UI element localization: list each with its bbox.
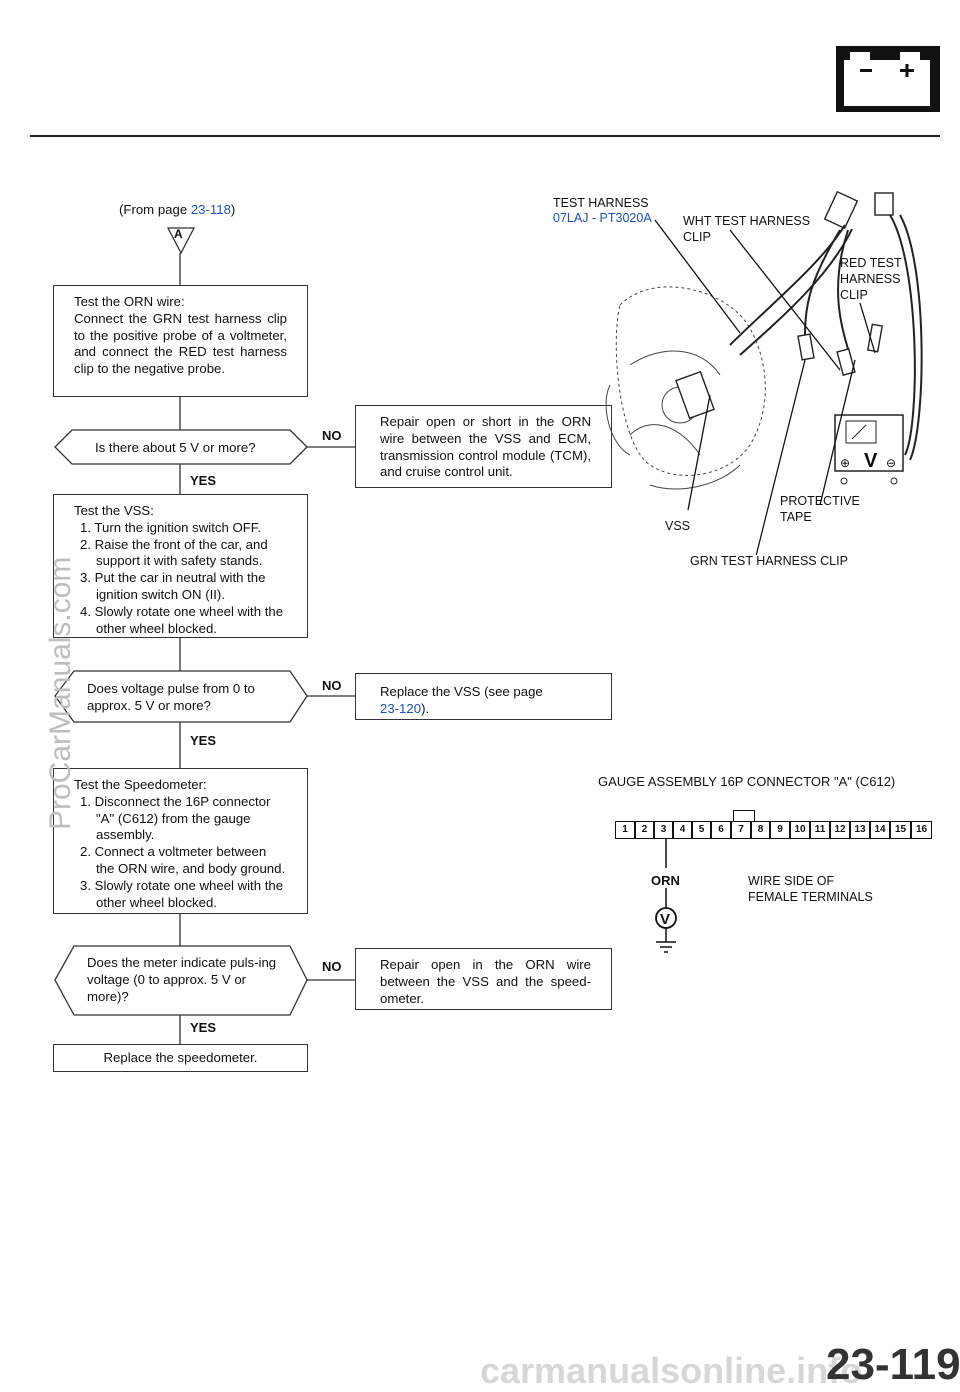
connector-a-label: A — [174, 227, 183, 241]
step-test-speedometer: Test the Speedometer: 1. Disconnect the … — [53, 768, 308, 914]
action-replace-vss: Replace the VSS (see page 23-120). — [355, 673, 612, 720]
terminal-11: 11 — [810, 821, 830, 839]
step-test-speedometer-item: 2. Connect a voltmeter between the ORN w… — [80, 844, 286, 876]
terminal-1: 1 — [615, 821, 635, 839]
step-test-speedometer-item: 1. Disconnect the 16P connector "A" (C61… — [80, 793, 271, 843]
terminal-9: 9 — [770, 821, 790, 839]
replace-vss-page-link[interactable]: 23-120 — [380, 700, 422, 716]
from-page-reference: (From page 23-118) — [119, 202, 235, 219]
test-harness-label: TEST HARNESS — [553, 196, 649, 210]
replace-vss-suffix: ). — [421, 700, 430, 716]
terminal-16: 16 — [911, 821, 932, 839]
replace-vss-text: Replace the VSS (see page — [380, 684, 543, 699]
side-watermark: ProCarManuals.com — [44, 556, 77, 830]
question-5v: Is there about 5 V or more? — [95, 440, 256, 455]
step-test-vss: Test the VSS: 1. Turn the ignition switc… — [53, 494, 308, 638]
from-page-prefix: (From page — [119, 202, 191, 217]
step-test-speedometer-title: Test the Speedometer: — [74, 777, 207, 792]
red-clip-label: RED TEST HARNESS CLIP — [840, 256, 902, 302]
terminal-14: 14 — [870, 821, 890, 839]
from-page-suffix: ) — [230, 202, 236, 217]
test-harness-part-number[interactable]: 07LAJ - PT3020A — [553, 211, 652, 225]
grn-clip-label: GRN TEST HARNESS CLIP — [690, 554, 848, 568]
connector-key — [733, 810, 755, 822]
connector-title: GAUGE ASSEMBLY 16P CONNECTOR "A" (C612) — [598, 774, 896, 789]
page-number: 23-119 — [826, 1340, 960, 1389]
terminal-10: 10 — [790, 821, 810, 839]
no-label-3: NO — [322, 959, 342, 974]
from-page-link[interactable]: 23-118 — [190, 202, 231, 217]
no-label-1: NO — [322, 428, 342, 443]
step-test-speedometer-item: 3. Slowly rotate one wheel with the othe… — [80, 877, 284, 910]
terminal-13: 13 — [850, 821, 870, 839]
terminal-5: 5 — [692, 821, 711, 839]
terminal-2: 2 — [635, 821, 654, 839]
step-test-orn-wire: Test the ORN wire: Connect the GRN test … — [53, 285, 308, 397]
protective-tape-label: PROTECTIVE TAPE — [780, 494, 860, 524]
yes-label-1: YES — [190, 473, 217, 488]
action-repair-orn-wire: Repair open or short in the ORN wire bet… — [355, 405, 612, 488]
terminal-3: 3 — [654, 821, 673, 839]
step-test-vss-item: 4. Slowly rotate one wheel with the othe… — [80, 603, 284, 636]
terminal-6: 6 — [711, 821, 731, 839]
question-meter-pulsing: Does the meter indicate puls-ing voltage… — [87, 955, 277, 1004]
terminal-8: 8 — [751, 821, 770, 839]
header-rule — [30, 135, 940, 137]
step-test-vss-item: 3. Put the car in neutral with the ignit… — [80, 570, 266, 602]
meter-v-symbol: V — [864, 450, 878, 472]
question-voltage-pulse: Does voltage pulse from 0 to approx. 5 V… — [87, 681, 255, 713]
orn-wire-label: ORN — [651, 873, 680, 888]
footer-watermark: carmanualsonline.info — [480, 1350, 863, 1391]
terminal-7: 7 — [731, 821, 751, 839]
yes-label-3: YES — [190, 1020, 217, 1035]
wire-side-label: WIRE SIDE OF — [748, 874, 835, 888]
terminal-12: 12 — [830, 821, 850, 839]
step-test-vss-item: 1. Turn the ignition switch OFF. — [80, 519, 262, 535]
vss-harness-illustration: V ⊕ ⊖ — [605, 190, 923, 555]
voltmeter-v-symbol: V — [660, 911, 670, 928]
terminal-15: 15 — [890, 821, 911, 839]
svg-text:⊖: ⊖ — [886, 456, 896, 470]
connector-wiring: V — [655, 838, 677, 953]
no-label-2: NO — [322, 678, 342, 693]
wht-clip-label: WHT TEST HARNESS CLIP — [683, 214, 811, 244]
terminal-4: 4 — [673, 821, 692, 839]
vss-label: VSS — [665, 519, 691, 533]
action-repair-open-orn: Repair open in the ORN wire between the … — [355, 948, 612, 1010]
battery-icon — [836, 46, 940, 112]
yes-label-2: YES — [190, 733, 217, 748]
step-test-vss-item: 2. Raise the front of the car, and suppo… — [80, 536, 268, 569]
female-terminals-label: FEMALE TERMINALS — [748, 890, 873, 904]
action-replace-speedometer: Replace the speedometer. — [53, 1044, 308, 1072]
svg-text:⊕: ⊕ — [840, 456, 850, 470]
step-test-vss-title: Test the VSS: — [74, 503, 154, 518]
